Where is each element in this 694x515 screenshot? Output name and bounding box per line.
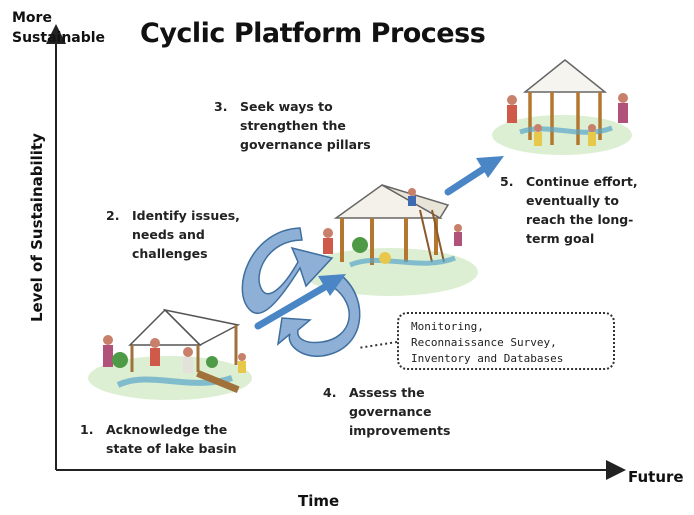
- step-number: 1.: [80, 422, 94, 437]
- x-axis-end-label: Future: [628, 468, 684, 486]
- step-line: Seek ways to: [240, 99, 333, 114]
- step-line: term goal: [526, 231, 595, 246]
- step-line: needs and: [132, 227, 205, 242]
- callout-connector: [357, 341, 398, 349]
- step-line: Assess the: [349, 385, 425, 400]
- step-line: governance pillars: [240, 137, 371, 152]
- step-line: challenges: [132, 246, 208, 261]
- progress-arrow-1: [254, 274, 346, 330]
- step-line: governance: [349, 404, 432, 419]
- cycle-arrows: [241, 227, 361, 357]
- step-4: 4. Assess the governance improvements: [323, 383, 450, 440]
- step-line: Identify issues,: [132, 208, 240, 223]
- step-number: 5.: [500, 174, 514, 189]
- step-number: 3.: [214, 99, 228, 114]
- y-axis-label: Level of Sustainability: [28, 133, 46, 322]
- y-top-label-line2: Sustainable: [12, 30, 106, 46]
- callout-line: Monitoring,: [411, 320, 484, 333]
- callout-line: Reconnaissance Survey,: [411, 336, 557, 349]
- step-line: state of lake basin: [106, 441, 237, 456]
- step-number: 4.: [323, 385, 337, 400]
- step-line: eventually to: [526, 193, 619, 208]
- y-top-label-line1: More: [12, 10, 52, 26]
- step-line: Continue effort,: [526, 174, 638, 189]
- monitoring-callout: Monitoring, Reconnaissance Survey, Inven…: [397, 312, 615, 370]
- step-1: 1. Acknowledge the state of lake basin: [80, 420, 237, 458]
- step-5: 5. Continue effort, eventually to reach t…: [500, 172, 638, 248]
- platform-illustration-stage1: [88, 308, 252, 400]
- step-3: 3. Seek ways to strengthen the governance…: [214, 97, 371, 154]
- progress-arrow-2: [444, 156, 504, 196]
- step-line: improvements: [349, 423, 451, 438]
- step-line: strengthen the: [240, 118, 346, 133]
- step-line: Acknowledge the: [106, 422, 228, 437]
- platform-illustration-stage3: [492, 59, 632, 155]
- y-axis-top-label: More Sustainable: [12, 8, 105, 48]
- callout-line: Inventory and Databases: [411, 352, 564, 365]
- step-2: 2. Identify issues, needs and challenges: [106, 206, 240, 263]
- page-title: Cyclic Platform Process: [140, 18, 486, 49]
- step-number: 2.: [106, 208, 120, 223]
- x-axis-label: Time: [298, 492, 340, 510]
- step-line: reach the long-: [526, 212, 634, 227]
